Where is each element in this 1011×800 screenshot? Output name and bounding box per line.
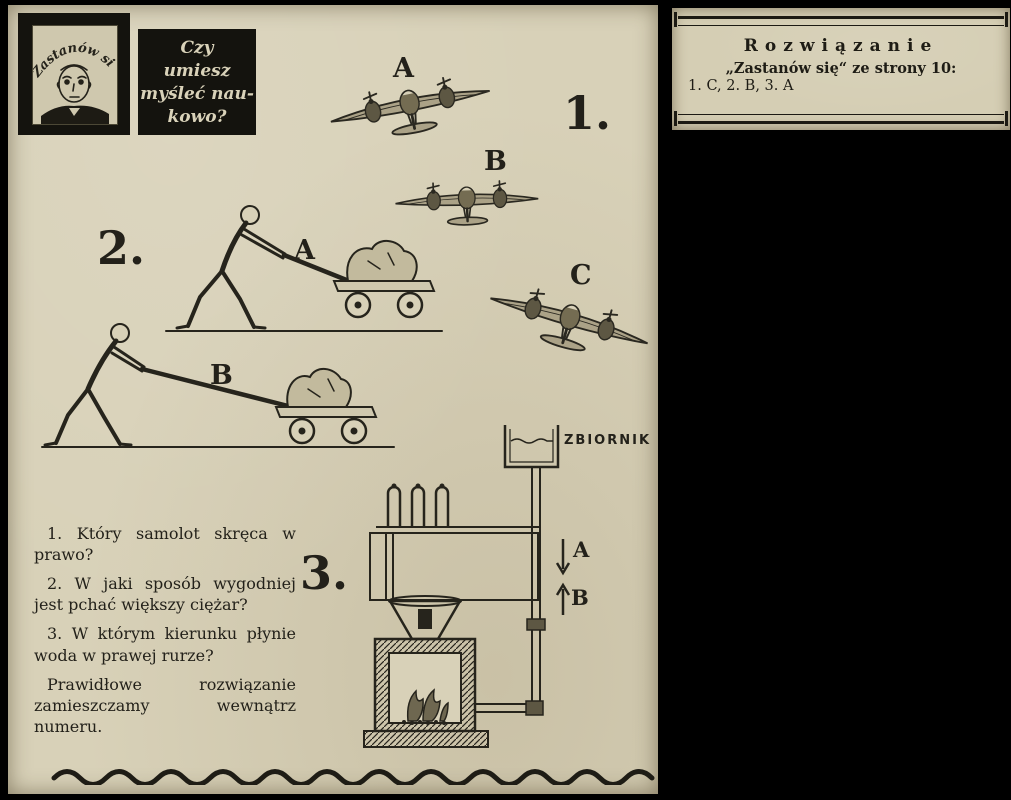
airplane-c-illustration: [481, 275, 656, 371]
quiz-title-box: Czy umiesz myśleć nau- kowo?: [138, 29, 256, 135]
airplane-a-label: A: [393, 53, 414, 84]
solution-clipping: Rozwiązanie „Zastanów się“ ze strony 10:…: [672, 8, 1010, 130]
solution-note: Prawidłowe rozwiązanie zamieszczamy wewn…: [34, 674, 296, 736]
pipe-a-label: A: [573, 537, 590, 562]
pipe-b-label: B: [571, 585, 589, 610]
column-rule-mark: [1005, 111, 1008, 126]
cart-scene-a-illustration: [165, 205, 443, 332]
airplane-c-label: C: [570, 260, 592, 291]
question-3: 3. W którym kierunku płynie woda w prawe…: [34, 624, 296, 665]
tank-label: ZBIORNIK: [564, 433, 652, 448]
solution-top-rule: [678, 16, 1004, 26]
quiz-title-line: kowo?: [167, 107, 227, 127]
thinking-man-face-illustration: Zastanów się: [33, 26, 117, 124]
question-2: 2. W jaki sposób wygodniej jest pchać wi…: [34, 574, 296, 615]
quiz-title-line: myśleć nau-: [140, 84, 254, 104]
cart-scene-b-illustration: [41, 323, 395, 448]
puzzle-clipping: Zastanów się Czy: [8, 5, 658, 794]
puzzle-2-number: 2.: [97, 221, 146, 275]
portrait-frame: Zastanów się: [32, 25, 118, 125]
questions-block: 1. Który samolot skręca w prawo? 2. W ja…: [34, 523, 296, 745]
column-rule-mark: [674, 111, 677, 126]
column-rule-mark: [674, 12, 677, 27]
airplane-a-illustration: [325, 68, 497, 150]
airplane-b-label: B: [484, 146, 507, 177]
solution-answers: 1. C, 2. B, 3. A: [688, 78, 794, 94]
solution-title: Rozwiązanie: [743, 36, 939, 56]
puzzle-3-number: 3.: [300, 546, 349, 600]
solution-subtitle: „Zastanów się“ ze strony 10:: [725, 60, 957, 77]
cart-b-label: B: [210, 360, 233, 391]
logo-caption: Zastanów się: [33, 26, 117, 81]
column-rule-mark: [1005, 12, 1008, 27]
wavy-divider: [51, 769, 655, 785]
question-1: 1. Który samolot skręca w prawo?: [34, 524, 296, 565]
boiler-illustration: [363, 425, 571, 748]
zastanow-sie-badge: Zastanów się: [18, 13, 130, 135]
svg-text:Zastanów się: Zastanów się: [33, 26, 117, 81]
solution-bottom-rule: [678, 114, 1004, 124]
cart-a-label: A: [294, 235, 315, 266]
quiz-title-line: umiesz: [163, 61, 231, 81]
puzzle-1-number: 1.: [563, 86, 612, 140]
quiz-title-line: Czy: [180, 38, 214, 58]
